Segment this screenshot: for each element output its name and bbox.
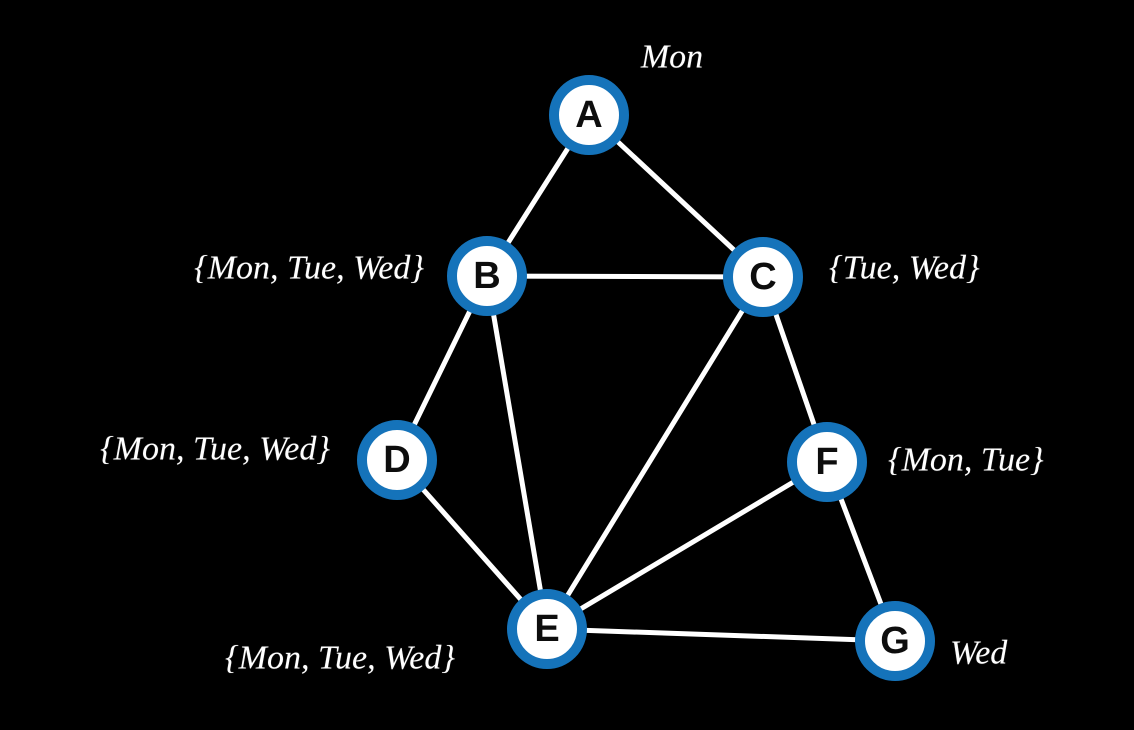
- node-letter-G: G: [880, 620, 910, 662]
- node-B: B: [447, 236, 527, 316]
- node-letter-C: C: [749, 256, 777, 298]
- node-letter-A: A: [575, 94, 603, 136]
- edge-B-E: [484, 273, 550, 632]
- node-A: A: [549, 75, 629, 155]
- domain-label-E: {Mon, Tue, Wed}: [225, 639, 455, 677]
- node-F: F: [787, 422, 867, 502]
- domain-label-F: {Mon, Tue}: [888, 441, 1044, 479]
- edge-E-G: [544, 626, 898, 644]
- domain-label-A: Mon: [640, 38, 704, 76]
- domain-label-G: Wed: [950, 634, 1008, 672]
- domain-label-B: {Mon, Tue, Wed}: [194, 249, 424, 287]
- node-C: C: [723, 237, 803, 317]
- node-E: E: [507, 589, 587, 669]
- node-letter-E: E: [534, 608, 560, 650]
- domain-label-D: {Mon, Tue, Wed}: [100, 430, 330, 468]
- node-letter-F: F: [815, 441, 839, 483]
- edge-B-C: [484, 273, 766, 280]
- edge-C-E: [544, 274, 766, 632]
- edge-E-F: [544, 459, 830, 632]
- node-G: G: [855, 601, 935, 681]
- node-D: D: [357, 420, 437, 500]
- node-letter-B: B: [473, 255, 501, 297]
- domain-label-C: {Tue, Wed}: [829, 249, 980, 287]
- node-letter-D: D: [383, 439, 411, 481]
